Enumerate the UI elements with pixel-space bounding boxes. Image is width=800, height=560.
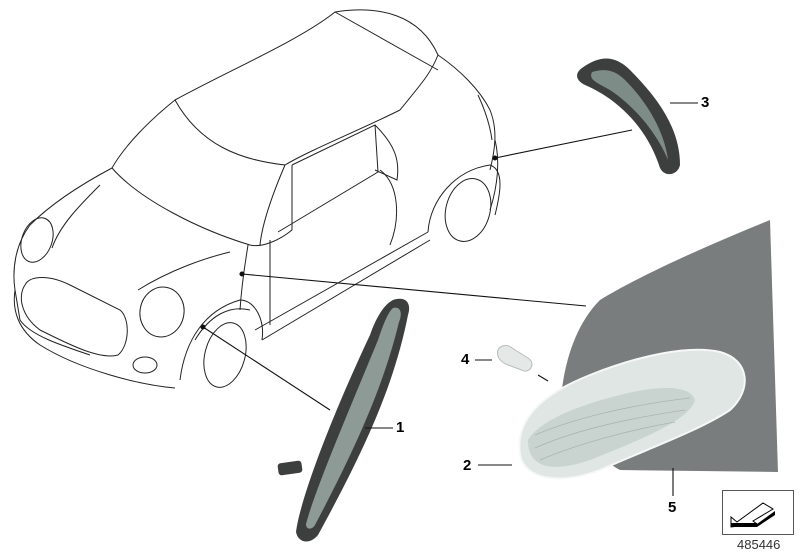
part-1-side-marker — [277, 298, 410, 542]
part-3-rear-reflector — [577, 58, 680, 175]
callout-2: 2 — [463, 457, 472, 474]
callout-5: 5 — [668, 499, 677, 516]
callout-4: 4 — [461, 351, 470, 368]
leader-lines — [200, 129, 633, 411]
back-navigation-button[interactable] — [722, 490, 794, 535]
part-2-indicator-lens — [518, 348, 746, 480]
diagram-number: 485446 — [737, 537, 781, 552]
car-outline — [13, 9, 501, 389]
callout-1: 1 — [396, 419, 405, 436]
callout-3: 3 — [701, 94, 710, 111]
arrow-back-icon — [730, 502, 775, 528]
part-4-bulb — [497, 345, 533, 372]
callout-leaders — [365, 102, 698, 496]
